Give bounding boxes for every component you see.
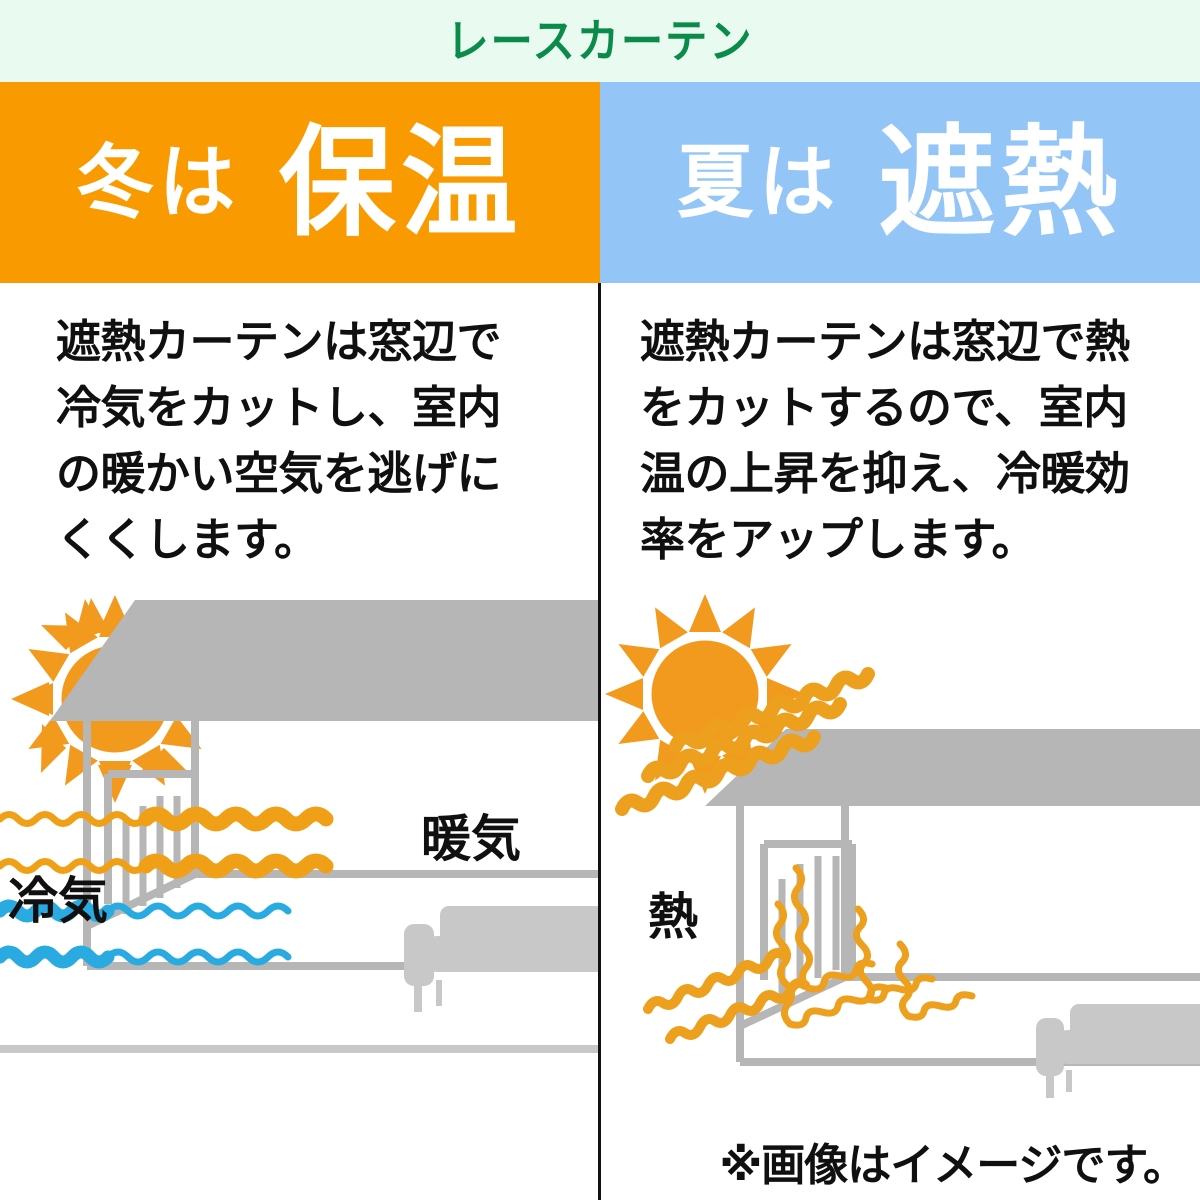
banner-winter-keyword: 保温 xyxy=(278,115,524,250)
description-summer: 遮熱カーテンは窓辺で熱 をカットするので、室内 温の上昇を抑え、冷暖効 率をアッ… xyxy=(640,316,1130,566)
heat-waves-outside xyxy=(615,666,875,816)
house-roof xyxy=(705,728,1200,806)
label-warm-air: 暖気 xyxy=(421,810,521,867)
comparison-columns: 冬は 保温 遮熱カーテンは窓辺で 冷気をカットし、室内 の暖かい空気を逃げに く… xyxy=(0,82,1200,1200)
heat-waves-inside xyxy=(773,864,976,1029)
warm-air-waves xyxy=(0,806,334,879)
page-header: レースカーテン xyxy=(0,0,1200,82)
banner-summer-prefix: 夏は xyxy=(677,137,841,227)
house-roof xyxy=(50,599,600,721)
heat-waves-outside-lower xyxy=(643,947,810,1044)
description-winter: 遮熱カーテンは窓辺で 冷気をカットし、室内 の暖かい空気を逃げに くくします。 xyxy=(56,316,502,566)
panel-summer: 夏は 遮熱 遮熱カーテンは窓辺で熱 をカットするので、室内 温の上昇を抑え、冷暖… xyxy=(600,82,1200,1200)
sofa xyxy=(1036,1003,1200,1098)
sofa xyxy=(404,905,600,1012)
label-heat: 熱 xyxy=(648,888,698,945)
page-title: レースカーテン xyxy=(446,15,754,67)
banner-summer-keyword: 遮熱 xyxy=(878,115,1124,250)
label-cool-air: 冷気 xyxy=(8,872,108,929)
banner-winter-prefix: 冬は xyxy=(77,137,241,227)
illustration-winter: 冷気 暖気 xyxy=(0,574,600,1200)
panel-winter: 冬は 保温 遮熱カーテンは窓辺で 冷気をカットし、室内 の暖かい空気を逃げに く… xyxy=(0,82,600,1200)
column-divider xyxy=(598,283,601,1200)
disclaimer-note: ※画像はイメージです。 xyxy=(719,1141,1187,1190)
cool-air-waves xyxy=(0,899,292,969)
banner-summer: 夏は 遮熱 xyxy=(600,82,1200,283)
illustration-summer: 熱 ※画像はイメージです。 xyxy=(600,574,1200,1200)
banner-winter: 冬は 保温 xyxy=(0,82,600,283)
